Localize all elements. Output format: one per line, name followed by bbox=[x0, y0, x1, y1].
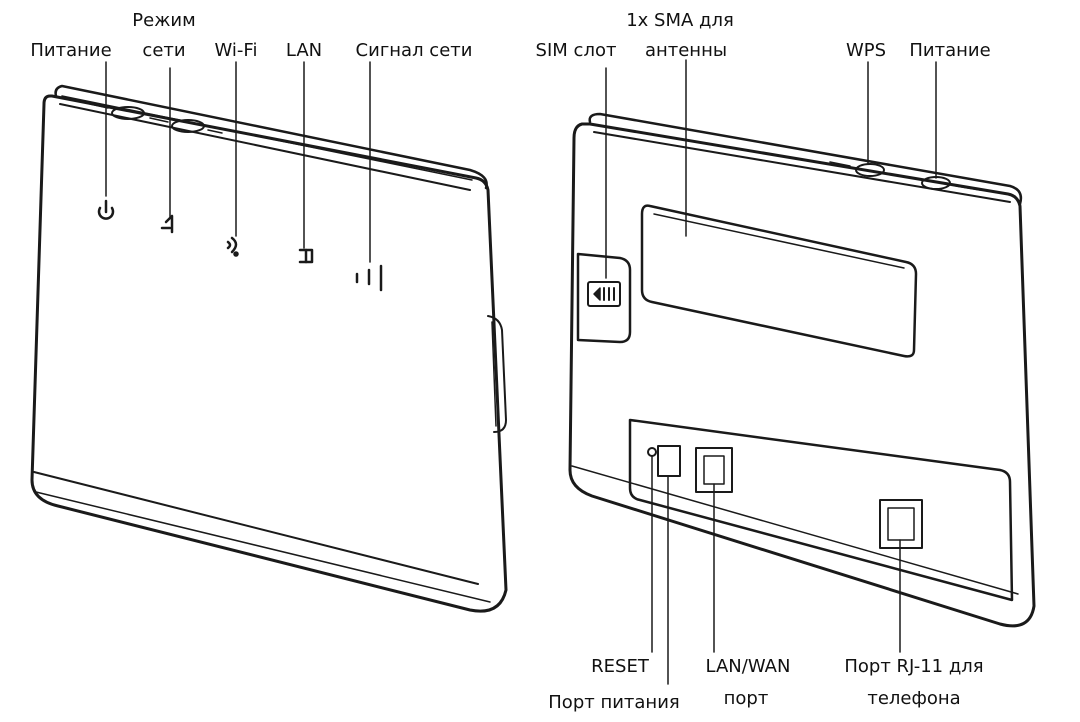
label-sma-line1: 1x SMA для bbox=[626, 10, 734, 31]
sim-arrow-icon bbox=[593, 287, 601, 301]
label-power-port: Порт питания bbox=[548, 692, 680, 713]
label-lan: LAN bbox=[285, 40, 323, 61]
power-port bbox=[657, 445, 681, 477]
wifi-led-icon bbox=[226, 236, 239, 257]
label-back-power: Питание bbox=[909, 40, 991, 61]
lan-led-icon bbox=[298, 248, 314, 264]
rj11-port bbox=[879, 499, 923, 549]
port-panel bbox=[628, 418, 1014, 602]
label-wifi: Wi-Fi bbox=[214, 40, 258, 61]
front-router-top bbox=[54, 84, 488, 190]
label-wps: WPS bbox=[845, 40, 887, 61]
label-sim-slot: SIM слот bbox=[535, 40, 617, 61]
label-signal: Сигнал сети bbox=[355, 40, 473, 61]
front-top-button-2 bbox=[171, 119, 205, 133]
label-power: Питание bbox=[30, 40, 112, 61]
label-sma-line2: антенны bbox=[644, 40, 728, 61]
label-lan-wan-line1: LAN/WAN bbox=[705, 656, 791, 677]
back-router-body bbox=[568, 122, 1036, 628]
back-router bbox=[568, 59, 1036, 685]
label-lan-wan-line2: порт bbox=[723, 688, 769, 709]
wps-button bbox=[855, 163, 885, 177]
label-network-mode-line2: сети bbox=[142, 40, 186, 61]
network-mode-led-icon bbox=[160, 214, 174, 234]
front-router bbox=[30, 61, 508, 613]
front-router-body bbox=[30, 94, 508, 613]
front-top-button-1 bbox=[111, 106, 145, 120]
label-rj11-line1: Порт RJ-11 для bbox=[844, 656, 984, 677]
antenna-cover bbox=[640, 204, 918, 358]
power-led-icon bbox=[97, 199, 115, 220]
reset-hole bbox=[647, 447, 657, 457]
label-reset: RESET bbox=[591, 656, 649, 677]
signal-led-icon bbox=[355, 264, 383, 292]
label-network-mode-line1: Режим bbox=[132, 10, 196, 31]
label-rj11-line2: телефона bbox=[867, 688, 961, 709]
sim-slot-cover bbox=[576, 252, 632, 344]
